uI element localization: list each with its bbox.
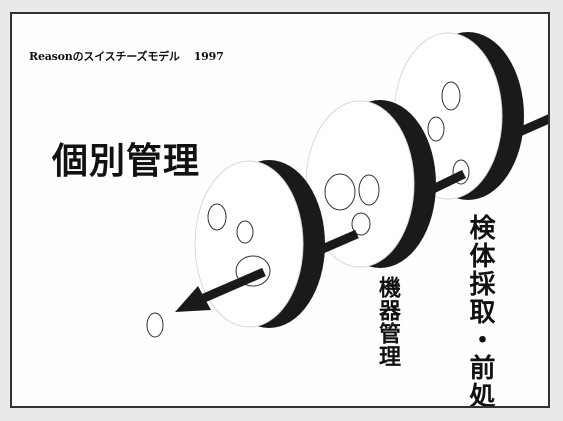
slice-front-hole (235, 255, 271, 287)
slide-title-main: Reasonのスイスチーズモデル (29, 50, 180, 63)
slice-front-hole (236, 220, 254, 244)
slice-middle-hole (351, 212, 371, 236)
slice-back-hole (452, 159, 470, 185)
slice-front-hole (207, 203, 227, 231)
cheese-slice-back (393, 32, 524, 200)
slice-back-hole (441, 81, 461, 111)
escaped-error-hole (146, 312, 164, 338)
slice-back-hole (427, 116, 445, 142)
equipment-management-label: 機器管理 (375, 276, 400, 368)
arrow-shaft (202, 267, 266, 303)
cheese-slice-front (194, 160, 325, 328)
slice-middle-hole (324, 173, 356, 211)
slice-middle-hole (358, 174, 380, 206)
slice-front-face (194, 160, 304, 328)
slide-title: Reasonのスイスチーズモデル 1997 (29, 48, 224, 64)
slide: Reasonのスイスチーズモデル 1997 (10, 12, 550, 408)
slide-title-year: 1997 (193, 50, 224, 63)
individual-management-heading: 個別管理 (52, 141, 201, 182)
sample-collection-label: 検体採取・前処置 (465, 214, 495, 408)
swiss-cheese-diagram (146, 32, 548, 338)
cheese-slice-middle (305, 100, 436, 268)
arrow-head-icon (175, 286, 211, 312)
